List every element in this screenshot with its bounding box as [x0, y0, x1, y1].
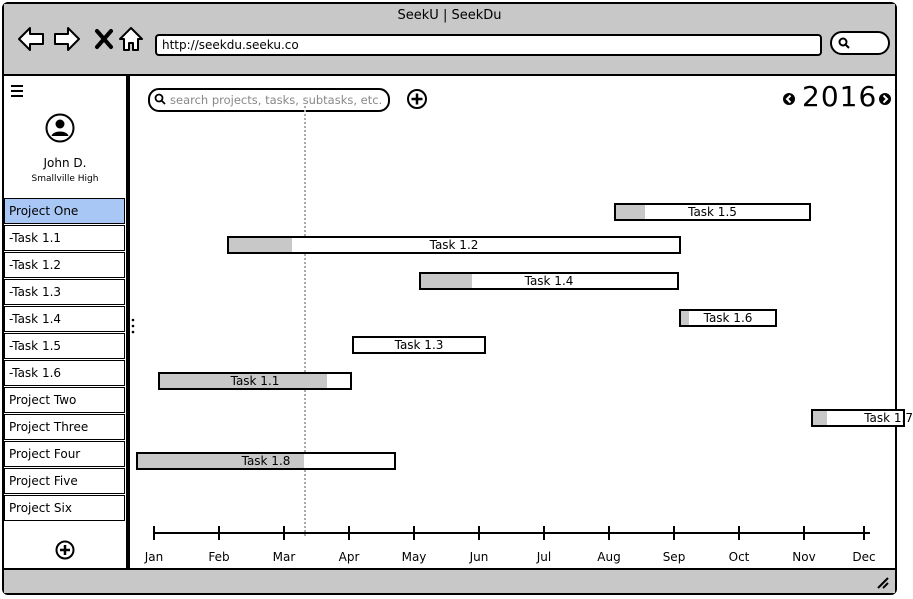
sidebar-item[interactable]: -Task 1.4	[4, 306, 125, 332]
task-bar-label: Task 1.2	[429, 238, 479, 252]
task-bar[interactable]: Task 1.4	[419, 272, 679, 290]
axis-tick	[673, 526, 675, 540]
task-bar[interactable]: Task 1.2	[227, 236, 681, 254]
url-bar[interactable]: http://seekdu.seeku.co	[155, 34, 822, 56]
month-label: Jun	[469, 550, 489, 564]
task-progress-fill	[616, 205, 645, 219]
axis-line	[154, 532, 870, 534]
splitter-handle-icon[interactable]	[131, 316, 135, 336]
month-label: Sep	[662, 550, 686, 564]
task-bar[interactable]: Task 1.7	[811, 409, 913, 427]
task-progress-fill	[160, 374, 328, 388]
sidebar-item[interactable]: Project Two	[4, 387, 125, 413]
sidebar: John D. Smallville High Project One-Task…	[4, 76, 128, 572]
task-bar[interactable]: Task 1.6	[679, 309, 777, 327]
axis-tick	[803, 526, 805, 540]
axis-tick	[738, 526, 740, 540]
task-bar-label: Task 1.7	[864, 411, 913, 425]
axis-tick	[478, 526, 480, 540]
project-nav-list: Project One-Task 1.1-Task 1.2-Task 1.3-T…	[4, 198, 126, 522]
month-label: Nov	[792, 550, 816, 564]
axis-tick	[283, 526, 285, 540]
sidebar-item[interactable]: -Task 1.5	[4, 333, 125, 359]
year-label: 2016	[802, 80, 878, 113]
browser-search-field[interactable]	[830, 31, 890, 55]
axis-tick	[153, 526, 155, 540]
task-bar[interactable]: Task 1.1	[158, 372, 352, 390]
axis-tick	[348, 526, 350, 540]
month-label: Oct	[728, 550, 750, 564]
month-label: Aug	[597, 550, 621, 564]
next-year-icon[interactable]	[878, 92, 892, 106]
task-bar-label: Task 1.3	[394, 338, 444, 352]
close-icon[interactable]	[90, 24, 120, 54]
timeline-panel: search projects, tasks, subtasks, etc. 2…	[130, 76, 913, 572]
window-title: SeekU | SeekDu	[397, 8, 502, 23]
search-icon	[154, 93, 166, 105]
axis-tick	[543, 526, 545, 540]
task-bar[interactable]: Task 1.5	[614, 203, 811, 221]
add-task-icon[interactable]	[406, 88, 428, 110]
month-label: Feb	[208, 550, 230, 564]
axis-tick	[863, 526, 865, 540]
task-bar-label: Task 1.1	[230, 374, 280, 388]
user-school: Smallville High	[31, 174, 99, 184]
month-label: Mar	[272, 550, 296, 564]
axis-tick	[218, 526, 220, 540]
back-icon[interactable]	[16, 24, 46, 54]
task-progress-fill	[681, 311, 689, 325]
task-bar[interactable]: Task 1.8	[136, 452, 396, 470]
task-bar-label: Task 1.4	[524, 274, 574, 288]
avatar[interactable]	[45, 113, 75, 143]
axis-tick	[608, 526, 610, 540]
search-icon	[838, 37, 850, 49]
current-date-marker	[304, 106, 306, 536]
add-project-icon[interactable]	[55, 540, 75, 560]
home-icon[interactable]	[116, 24, 146, 54]
user-name: John D.	[43, 156, 87, 170]
sidebar-item[interactable]: Project Five	[4, 468, 125, 494]
sidebar-item[interactable]: -Task 1.3	[4, 279, 125, 305]
sidebar-item[interactable]: Project Four	[4, 441, 125, 467]
axis-tick	[413, 526, 415, 540]
hamburger-menu-icon[interactable]	[10, 84, 24, 98]
sidebar-divider	[128, 76, 130, 572]
status-bar	[4, 568, 895, 593]
sidebar-item[interactable]: -Task 1.1	[4, 225, 125, 251]
sidebar-item[interactable]: Project Six	[4, 495, 125, 521]
resize-grip-icon[interactable]	[875, 575, 889, 589]
title-bar: SeekU | SeekDu http://seekdu.seeku.co	[4, 4, 895, 76]
task-bar[interactable]: Task 1.3	[352, 336, 486, 354]
month-label: May	[401, 550, 427, 564]
month-label: Jul	[536, 550, 552, 564]
task-progress-fill	[813, 411, 827, 425]
task-bar-label: Task 1.6	[703, 311, 753, 325]
task-bar-label: Task 1.8	[241, 454, 291, 468]
sidebar-item[interactable]: -Task 1.6	[4, 360, 125, 386]
task-progress-fill	[421, 274, 473, 288]
month-axis: Jan Feb Mar Apr May Jun Jul Aug Sep Oct Nov Dec	[130, 526, 895, 572]
month-label: Dec	[852, 550, 876, 564]
task-progress-fill	[229, 238, 292, 252]
sidebar-item[interactable]: Project Three	[4, 414, 125, 440]
sidebar-item[interactable]: -Task 1.2	[4, 252, 125, 278]
sidebar-item[interactable]: Project One	[4, 198, 125, 224]
task-bar-label: Task 1.5	[688, 205, 737, 219]
previous-year-icon[interactable]	[782, 92, 796, 106]
month-label: Jan	[144, 550, 164, 564]
task-progress-fill	[138, 454, 305, 468]
forward-icon[interactable]	[52, 24, 82, 54]
month-label: Apr	[338, 550, 360, 564]
search-input[interactable]: search projects, tasks, subtasks, etc.	[148, 88, 390, 112]
